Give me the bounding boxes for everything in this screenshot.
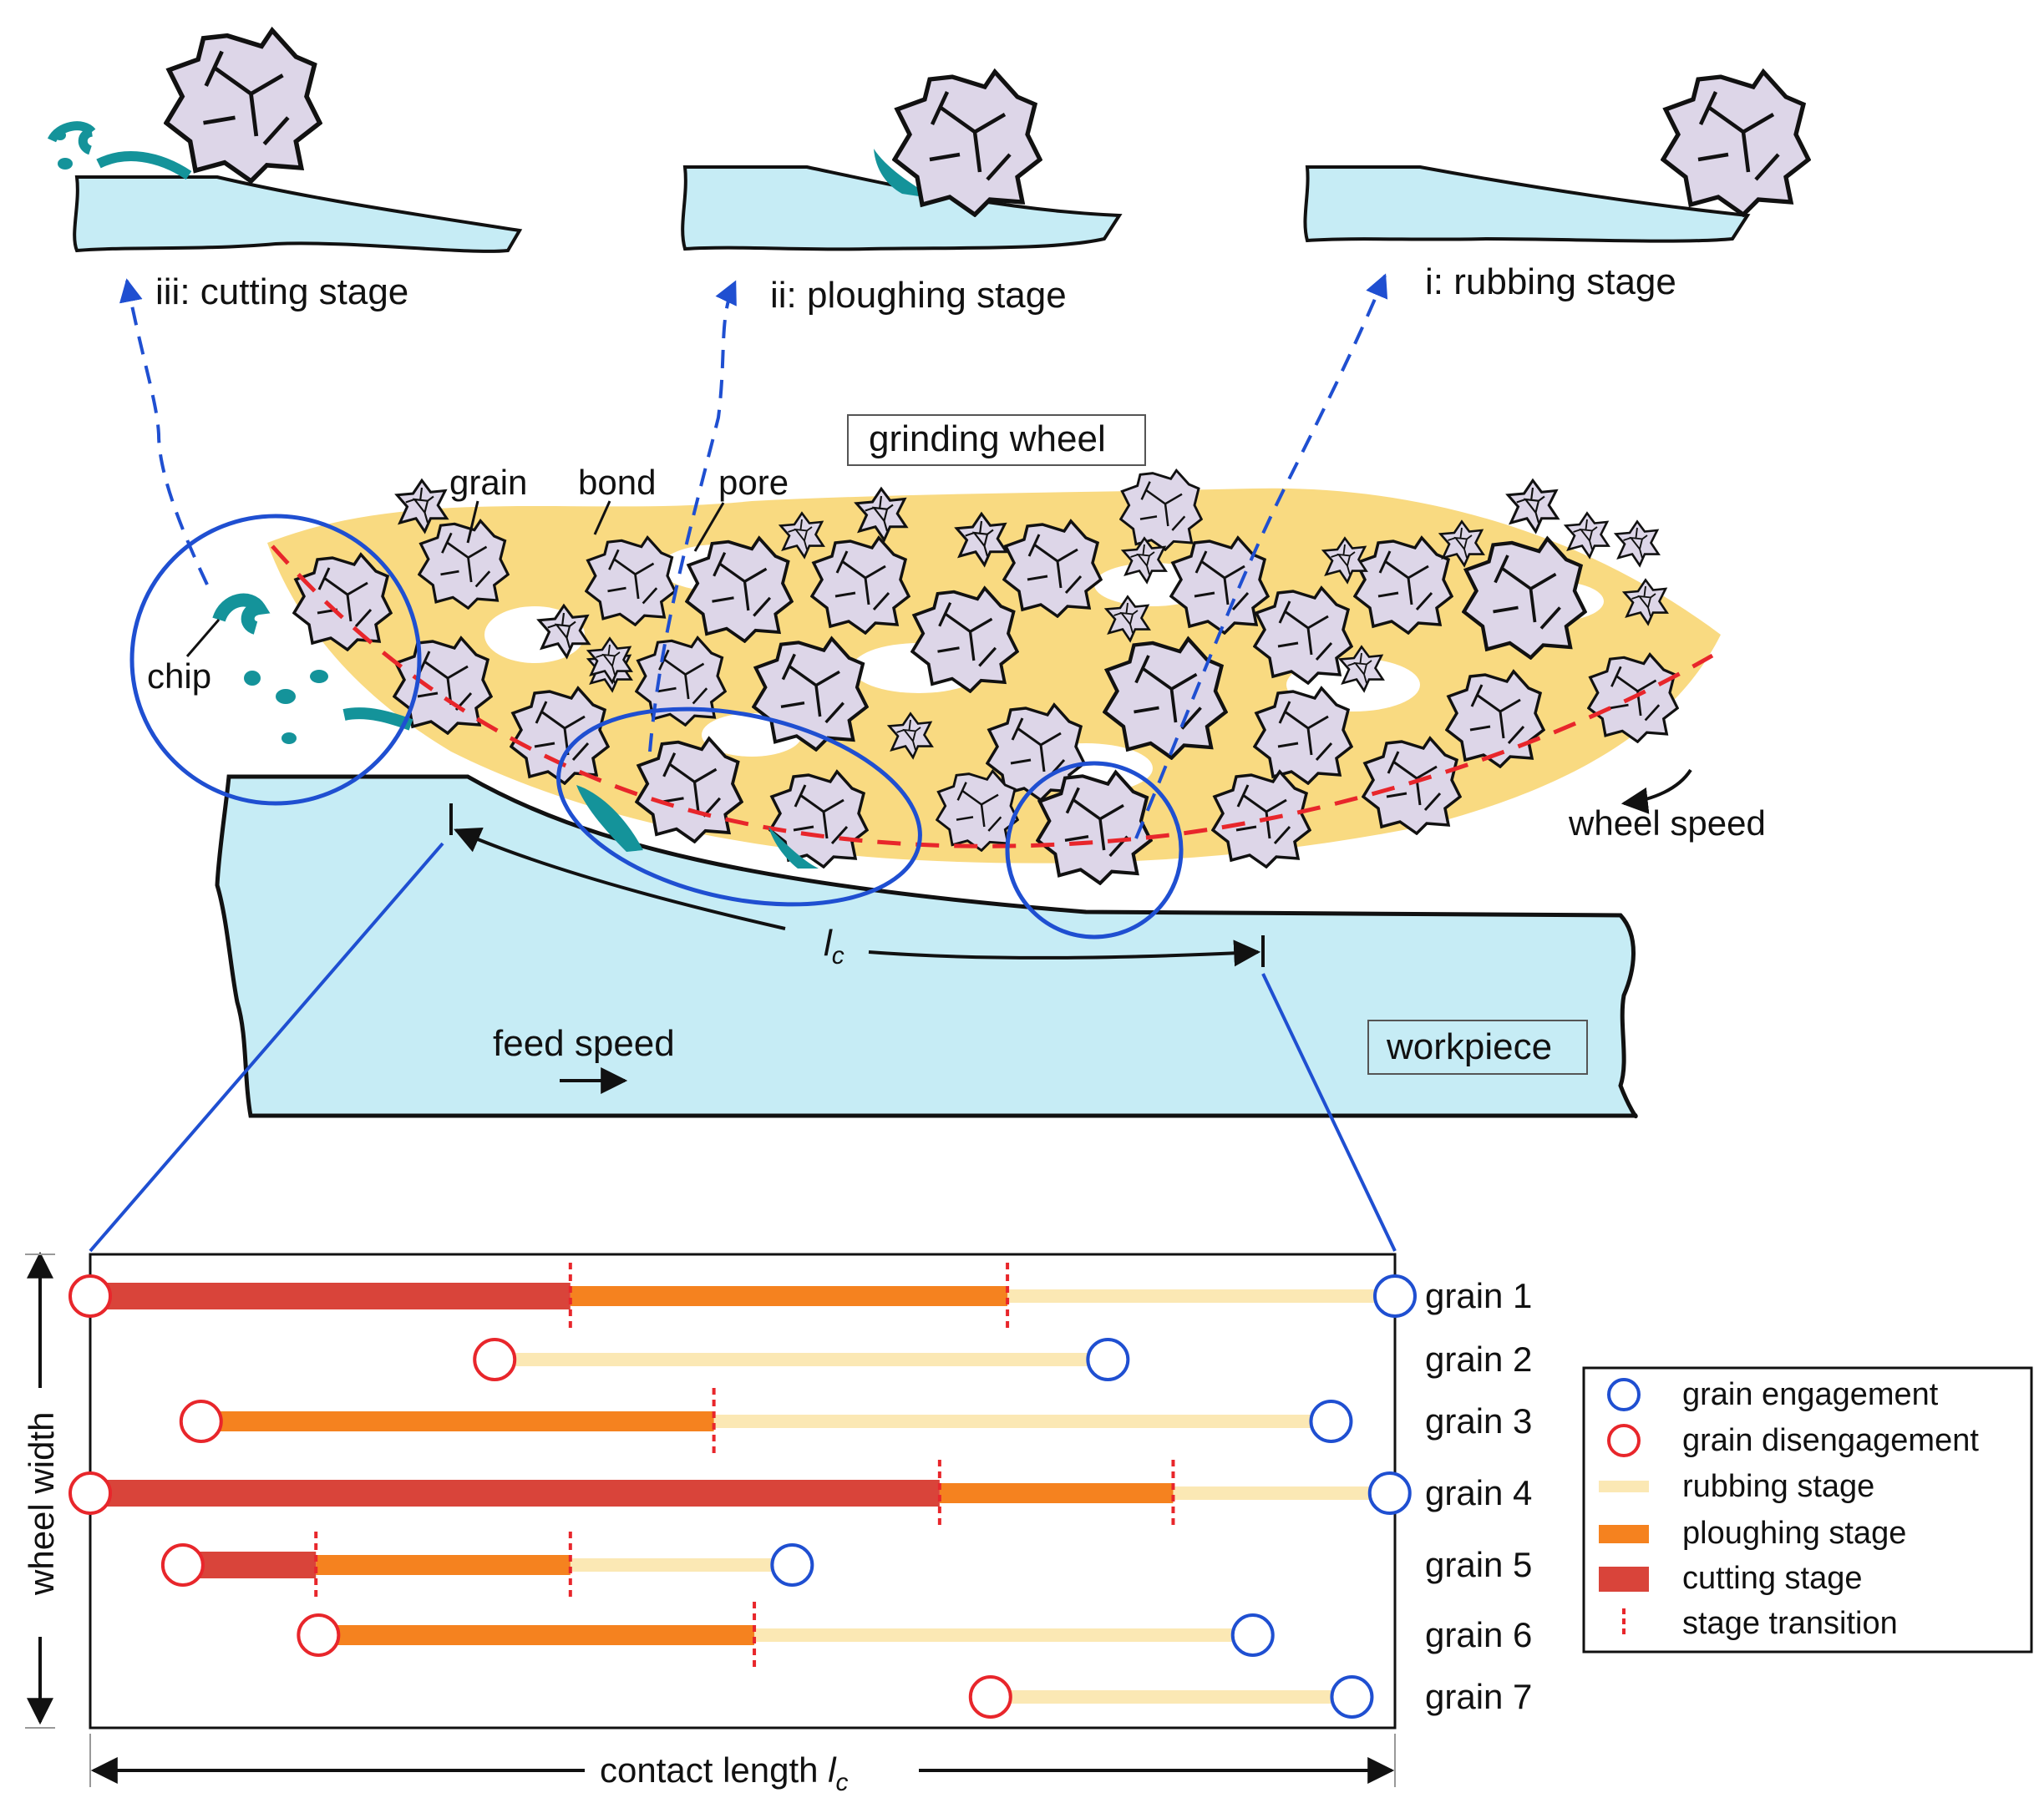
grain-4-cutting-bar [90,1480,940,1507]
legend-ploughing-swatch [1599,1525,1649,1543]
grain-1-rubbing-bar [1007,1289,1395,1303]
ploughing-zone-ellipse [556,707,922,907]
legend: grain engagement grain disengagement rub… [1599,1377,1979,1641]
grain-timeline-rows [68,1263,1417,1719]
grain-6-ploughing-bar [318,1625,755,1645]
grain-4-disengagement-marker [68,1471,112,1515]
grain-1-ploughing-bar [570,1286,1008,1306]
cutting-zone-circle [129,514,422,806]
grain-3-engagement-marker [1309,1400,1353,1443]
legend-disengagement-icon [1607,1424,1641,1457]
grain-1-engagement-marker [1373,1274,1417,1318]
cutting-stage-sketch [47,30,523,253]
ploughing-stage-label: ii: ploughing stage [770,275,1067,316]
chip-label: chip [147,656,211,696]
wheel-speed-label: wheel speed [1568,803,1766,843]
grinding-wheel-label-box [847,414,1146,466]
grain-3-label: grain 3 [1425,1401,1532,1441]
grain-label: grain [449,463,527,502]
grain-1-disengagement-marker [68,1274,112,1318]
grain-6-rubbing-bar [754,1628,1253,1642]
grain-7-engagement-marker [1330,1675,1374,1719]
pore-label: pore [718,463,789,502]
grain-1-cutting-bar [90,1283,571,1309]
workpiece-label: workpiece [1386,1026,1552,1067]
bond-label: bond [578,463,656,502]
grain-3-disengagement-marker [179,1400,223,1443]
legend-transition-label: stage transition [1682,1606,1898,1641]
grain-7-disengagement-marker [968,1675,1012,1719]
grain-5-rubbing-bar [570,1558,793,1572]
grain-2-label: grain 2 [1425,1340,1532,1379]
rubbing-stage-sketch [1303,72,1808,243]
zoom-line-left [89,842,444,1253]
zoom-line-right [1261,973,1397,1252]
grain-5-engagement-marker [770,1543,814,1587]
rubbing-leader-arrow [1134,273,1388,839]
wheel-contact-dashed-line [271,544,1714,848]
grain-3-rubbing-bar [713,1415,1331,1428]
grain-5-label: grain 5 [1425,1545,1532,1584]
grain-6-engagement-marker [1230,1613,1275,1657]
grinding-wheel-label: grinding wheel [869,418,1106,459]
chip-particles [212,593,819,869]
grain-2-engagement-marker [1086,1338,1130,1381]
legend-ploughing-label: ploughing stage [1682,1516,1906,1551]
grain-6-disengagement-marker [297,1613,341,1657]
grain-6-label: grain 6 [1425,1615,1532,1654]
ploughing-stage-sketch [681,72,1123,251]
legend-rubbing-label: rubbing stage [1682,1469,1874,1504]
legend-box [1582,1366,2033,1654]
grain-4-engagement-marker [1367,1471,1412,1515]
contact-length-label: contact length lc [600,1750,849,1796]
grain-4-rubbing-bar [1173,1486,1390,1500]
grain-4-label: grain 4 [1425,1473,1532,1512]
pore-pointer [693,502,725,552]
legend-cutting-swatch [1599,1567,1649,1592]
bond-pointer [593,500,611,535]
grain-7-rubbing-bar [990,1690,1352,1704]
legend-engagement-label: grain engagement [1682,1377,1939,1412]
wheel-speed-arrow [1620,768,1692,814]
chip-pointer [185,619,221,657]
grain-2-rubbing-bar [495,1353,1108,1366]
grain-1-label: grain 1 [1425,1276,1532,1315]
cutting-stage-label: iii: cutting stage [155,271,408,312]
grain-7-label: grain 7 [1425,1677,1532,1716]
rubbing-stage-label: i: rubbing stage [1425,261,1676,302]
lc-arrow-right [868,939,1261,967]
feed-speed-label: feed speed [493,1023,675,1064]
grain-5-ploughing-bar [316,1555,571,1575]
cut-surface-line [467,775,1087,914]
legend-disengagement-label: grain disengagement [1682,1423,1979,1458]
grain-3-ploughing-bar [200,1411,714,1431]
legend-engagement-icon [1607,1378,1641,1411]
rubbing-zone-circle [1005,761,1184,939]
lc-symbol: lc [824,923,844,970]
grain-4-ploughing-bar [939,1483,1174,1503]
grain-5-cutting-bar [182,1552,317,1578]
ploughing-leader-arrow [648,280,737,752]
lc-arrow-left [454,828,786,930]
grain-labels: grain 1 grain 2 grain 3 grain 4 grain 5 grain… [1425,1276,1532,1716]
legend-rubbing-swatch [1599,1481,1649,1492]
legend-cutting-label: cutting stage [1682,1561,1862,1596]
workpiece-label-box [1367,1020,1588,1075]
grain-5-disengagement-marker [160,1543,205,1587]
grain-pointer [466,500,479,544]
wheel-width-label: wheel width [22,1412,61,1596]
cutting-leader-arrow [119,278,209,585]
grain-2-disengagement-marker [473,1338,517,1381]
